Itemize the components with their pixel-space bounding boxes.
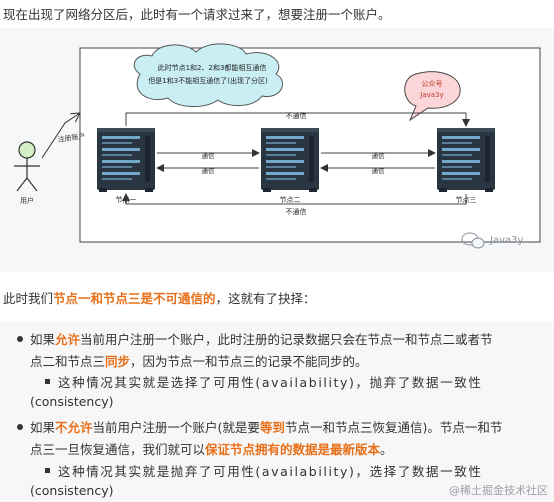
request-arrow [41, 113, 80, 159]
choice-paragraph: 此时我们节点一和节点三是不可通信的，这就有了抉择： [3, 288, 316, 307]
para-highlight: 节点一和节点三是不可通信的 [53, 291, 216, 306]
cloud-note: 此时节点1和2、2和3都能相互通信 但是1和3不能相互通信了(出现了分区) [133, 43, 283, 107]
comm-label-12a: 通信 [202, 151, 216, 160]
sub-item-2-line-2: (consistency) [30, 483, 114, 498]
wechat-icon [461, 232, 485, 249]
node2-label: 节点二 [280, 196, 301, 204]
sub-bullet-square [45, 379, 50, 384]
site-watermark: @稀土掘金技术社区 [449, 484, 548, 497]
connector-top [125, 112, 470, 127]
bullet-dot [17, 424, 23, 430]
speech-bubble: 公众号 Java3y [404, 71, 461, 122]
partition-diagram: 此时节点1和2、2和3都能相互通信 但是1和3不能相互通信了(出现了分区) 公众… [0, 28, 554, 272]
server-node-3 [437, 128, 495, 192]
bubble-text-2: Java3y [419, 91, 443, 99]
bullet-dot [17, 336, 23, 342]
cloud-text-1: 此时节点1和2、2和3都能相互通信 [158, 63, 267, 72]
sub-item-1-line-2: (consistency) [30, 394, 114, 409]
server-node-1 [97, 128, 155, 192]
sub-bullet-square [45, 468, 50, 473]
para-post: ，这就有了抉择： [215, 291, 316, 306]
no-comm-top: 不通信 [286, 111, 307, 120]
bubble-text-1: 公众号 [422, 80, 443, 88]
server-node-2 [261, 128, 319, 192]
list-item-1-line-1: 如果允许当前用户注册一个账户，此时注册的记录数据只会在节点一和节点二或者节 [30, 332, 493, 347]
list-item-1-line-2: 点二和节点三同步，因为节点一和节点三的记录不能同步的。 [30, 354, 368, 369]
para-pre: 此时我们 [3, 291, 54, 306]
list-item-2-line-1: 如果不允许当前用户注册一个账户(就是要等到节点一和节点三恢复通信)。节点一和节 [30, 420, 503, 435]
cloud-text-2: 但是1和3不能相互通信了(出现了分区) [148, 76, 268, 85]
sub-item-1-line-1: 这种情况其实就是选择了可用性(availability)，抛弃了数据一致性 [58, 375, 483, 390]
sub-item-2-line-1: 这种情况其实就是抛弃了可用性(availability)，选择了数据一致性 [58, 464, 483, 479]
comm-label-23a: 通信 [372, 151, 386, 160]
user-icon [14, 141, 40, 192]
user-label: 用户 [20, 196, 34, 205]
figure-watermark: Java3y [489, 235, 523, 246]
options-list: 如果允许当前用户注册一个账户，此时注册的记录数据只会在节点一和节点二或者节 点二… [0, 322, 554, 502]
request-label: 注册账户 [57, 131, 86, 144]
list-item-2-line-2: 点三一旦恢复通信，我们就可以保证节点拥有的数据是最新版本。 [30, 442, 393, 457]
connector-bottom [122, 193, 467, 205]
comm-label-23b: 通信 [372, 166, 386, 175]
intro-text: 现在出现了网络分区后，此时有一个请求过来了，想要注册一个账户。 [3, 7, 391, 22]
no-comm-bottom: 不通信 [286, 207, 307, 216]
comm-label-12b: 通信 [202, 166, 216, 175]
diagram-svg: 此时节点1和2、2和3都能相互通信 但是1和3不能相互通信了(出现了分区) 公众… [14, 43, 541, 249]
